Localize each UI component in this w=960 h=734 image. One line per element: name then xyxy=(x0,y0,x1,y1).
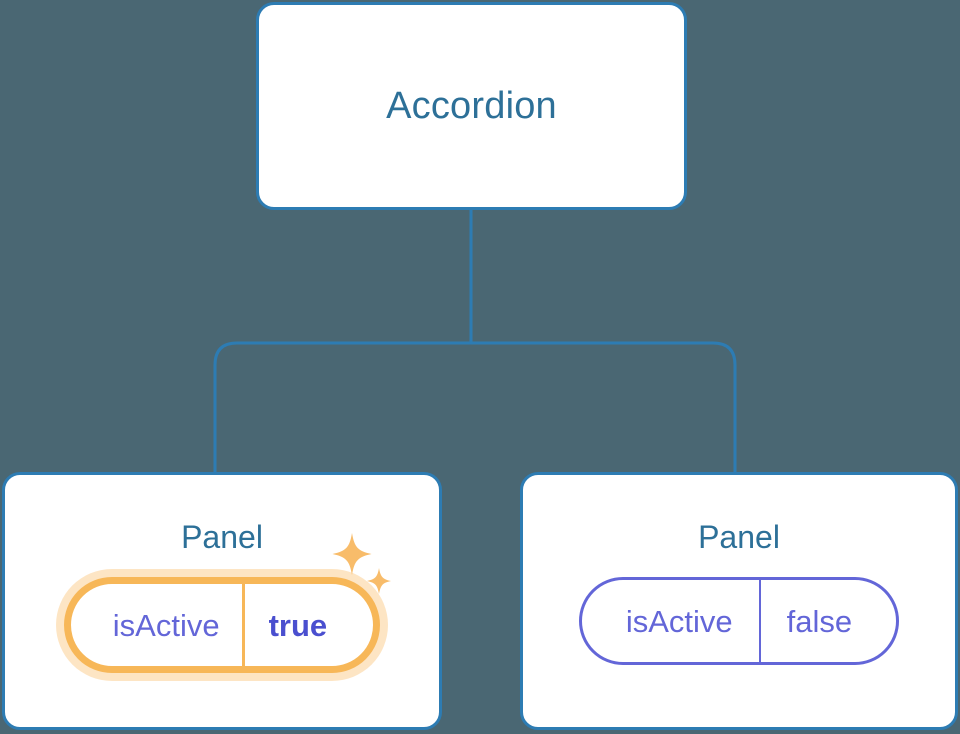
panel-node-left[interactable]: Panel isActive true xyxy=(2,472,442,730)
edge-to-right-panel xyxy=(469,341,737,476)
accordion-node[interactable]: Accordion xyxy=(256,2,687,210)
panel-right-prop-value: false xyxy=(758,580,896,662)
panel-right-prop-pill[interactable]: isActive false xyxy=(578,577,900,665)
accordion-node-title: Accordion xyxy=(386,85,557,127)
sparkle-large-icon xyxy=(332,533,372,575)
panel-node-right-title: Panel xyxy=(698,519,780,555)
panel-node-left-title: Panel xyxy=(181,519,263,555)
panel-right-prop-wrap: isActive false xyxy=(578,577,900,665)
panel-left-prop-pill[interactable]: isActive true xyxy=(63,577,381,673)
panel-node-right[interactable]: Panel isActive false xyxy=(520,472,958,730)
panel-left-prop-wrap: isActive true xyxy=(63,533,392,673)
panel-left-prop-key: isActive xyxy=(112,607,220,643)
panel-right-prop-key: isActive xyxy=(625,603,733,639)
panel-left-prop-value: true xyxy=(241,584,374,666)
edge-to-left-panel xyxy=(213,341,473,476)
